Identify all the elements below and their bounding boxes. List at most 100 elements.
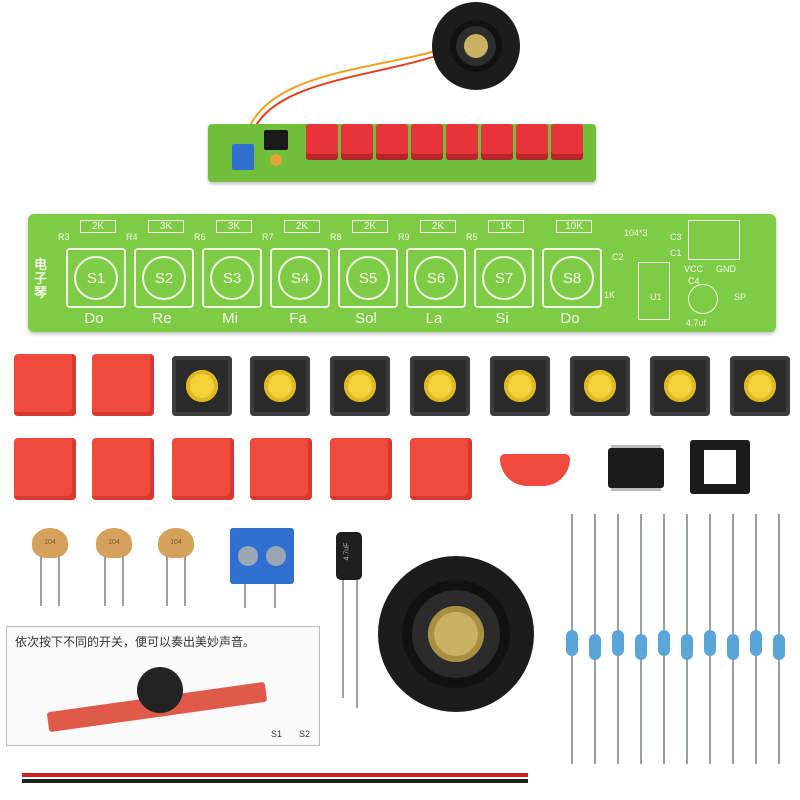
switch-pad-6: S6 (406, 248, 466, 308)
resistor-value-1: 2K (80, 220, 116, 233)
note-label-2: Re (152, 310, 172, 327)
resistor-3 (612, 630, 624, 656)
speaker-top (432, 2, 520, 90)
resistor-value-5: 2K (352, 220, 388, 233)
switch-label-1: S1 (74, 256, 118, 300)
label-cap-value: 4.7uf (686, 318, 707, 328)
switch-label-6: S6 (414, 256, 458, 300)
label-r-1k: 1K (604, 290, 616, 300)
keycap-mini-8 (551, 124, 583, 160)
red-keycap-8 (410, 438, 472, 500)
switch-label-3: S3 (210, 256, 254, 300)
resistor-5 (658, 630, 670, 656)
ic-chip (608, 448, 664, 488)
blue-terminal-mini (232, 144, 254, 170)
half-red-keycap (500, 454, 570, 486)
red-keycap-7 (330, 438, 392, 500)
assembled-pcb (208, 124, 596, 182)
keycap-mini-4 (411, 124, 443, 160)
resistor-value-2: 3K (148, 220, 184, 233)
red-keycap-3 (14, 438, 76, 500)
resistor-ref-5: R8 (330, 232, 342, 242)
resistor-ref-3: R6 (194, 232, 206, 242)
resistor-ref-7: R5 (466, 232, 478, 242)
resistor-7 (704, 630, 716, 656)
resistor-value-4: 2K (284, 220, 320, 233)
red-keycap-5 (172, 438, 234, 500)
label-c2: C2 (612, 252, 624, 262)
switch-pad-4: S4 (270, 248, 330, 308)
resistor-ref-2: R4 (126, 232, 138, 242)
switch-pad-8: S8 (542, 248, 602, 308)
tactile-switch-2 (250, 356, 310, 416)
keycap-mini-6 (481, 124, 513, 160)
label-c1: C1 (670, 248, 682, 258)
resistor-4 (635, 634, 647, 660)
switch-pad-5: S5 (338, 248, 398, 308)
switch-label-5: S5 (346, 256, 390, 300)
tactile-switch-3 (330, 356, 390, 416)
switch-pad-2: S2 (134, 248, 194, 308)
instruction-sheet: 依次按下不同的开关，便可以奏出美妙声音。 S1 S2 (6, 626, 320, 746)
speaker-wire-top (244, 47, 446, 141)
resistor-1 (566, 630, 578, 656)
tactile-switch-1 (172, 356, 232, 416)
ceramic-cap-1: 104 (32, 528, 68, 558)
label-c3: C3 (670, 232, 682, 242)
tactile-switch-4 (410, 356, 470, 416)
instruction-photo (37, 667, 268, 733)
cap-c4-outline (688, 284, 718, 314)
keycap-mini-3 (376, 124, 408, 160)
label-c4: C4 (688, 276, 700, 286)
tactile-switch-7 (650, 356, 710, 416)
tactile-switch-6 (570, 356, 630, 416)
resistor-10 (773, 634, 785, 660)
ic-socket-outline (638, 262, 670, 320)
resistor-ref-6: R9 (398, 232, 410, 242)
label-u1: U1 (650, 292, 662, 302)
keycap-mini-2 (341, 124, 373, 160)
switch-label-2: S2 (142, 256, 186, 300)
ic-chip-mini (264, 130, 288, 150)
ic-socket (690, 440, 750, 494)
resistor-2 (589, 634, 601, 660)
note-label-4: Fa (289, 310, 307, 327)
tactile-switch-8 (730, 356, 790, 416)
resistor-value-3: 3K (216, 220, 252, 233)
tactile-switch-5 (490, 356, 550, 416)
note-label-6: La (425, 310, 443, 327)
resistor-value-7: 1K (488, 220, 524, 233)
blue-terminal-block (230, 528, 294, 584)
note-label-1: Do (84, 310, 104, 327)
switch-label-7: S7 (482, 256, 526, 300)
switch-label-8: S8 (550, 256, 594, 300)
red-keycap-2 (92, 354, 154, 416)
ceramic-cap-2: 104 (96, 528, 132, 558)
keycap-mini-5 (446, 124, 478, 160)
note-label-7: Si (495, 310, 509, 327)
note-label-3: Mi (222, 310, 238, 327)
resistor-ref-4: R7 (262, 232, 274, 242)
pcb-silkscreen-title: 电子琴 (34, 257, 48, 300)
resistor-ref-1: R3 (58, 232, 70, 242)
terminal-outline (688, 220, 740, 260)
red-keycap-1 (14, 354, 76, 416)
instruction-text: 依次按下不同的开关，便可以奏出美妙声音。 (15, 635, 256, 649)
resistor-value-8: 10K (556, 220, 592, 233)
resistor-9 (750, 630, 762, 656)
switch-pad-7: S7 (474, 248, 534, 308)
label-code: 104*3 (624, 228, 648, 238)
cap-mini (270, 154, 282, 166)
switch-pad-1: S1 (66, 248, 126, 308)
resistor-value-6: 2K (420, 220, 456, 233)
electrolytic-label: 4.7uF (343, 542, 351, 561)
keycap-mini-1 (306, 124, 338, 160)
switch-pad-3: S3 (202, 248, 262, 308)
ceramic-cap-3: 104 (158, 528, 194, 558)
note-label-8: Do (560, 310, 580, 327)
keycap-mini-7 (516, 124, 548, 160)
label-sp: SP (734, 292, 747, 302)
speaker-wire-top-2 (249, 51, 448, 141)
